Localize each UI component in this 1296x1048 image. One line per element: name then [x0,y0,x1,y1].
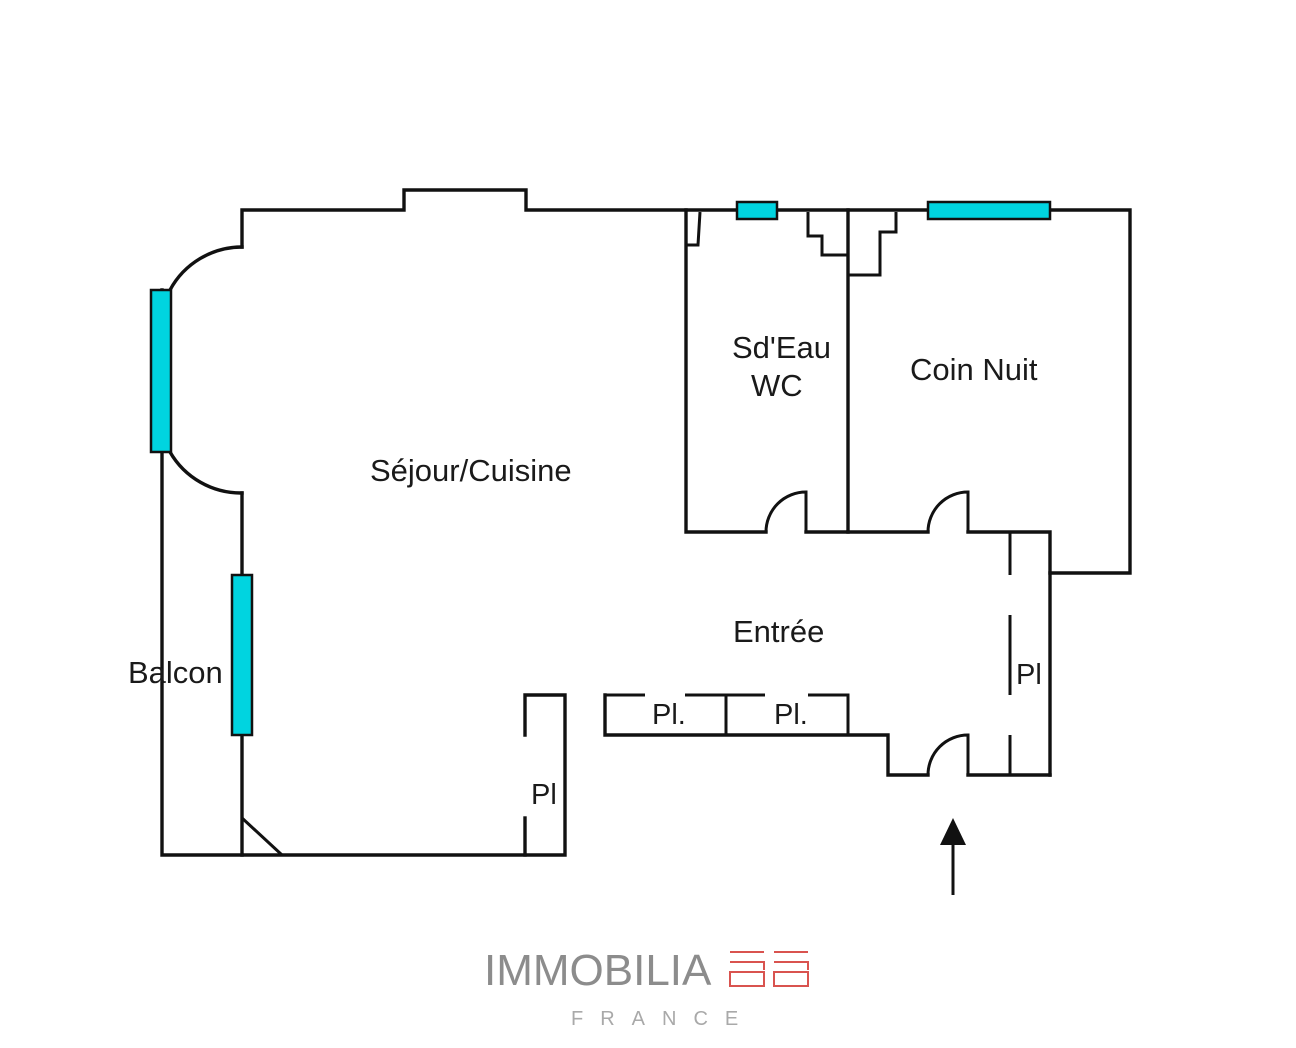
bathroom-walls [684,208,850,534]
bedroom-walls [846,212,1052,777]
window-top-bathroom [735,200,779,221]
window-top-bedroom [926,200,1052,221]
brand-subtitle: FRANCE [571,1008,756,1030]
window-bay [149,288,173,454]
room-label-coin-nuit: Coin Nuit [910,352,1038,387]
storage-label-mid2: Pl. [774,699,808,731]
storage-label-mid1: Pl. [652,699,686,731]
room-label-balcon: Balcon [128,655,223,690]
room-label-entree: Entrée [733,614,824,649]
storage-label-left: Pl [531,779,557,811]
window-balcony [230,573,254,737]
brand-logo-icon [729,951,809,987]
room-label-wc: WC [751,368,803,403]
room-label-sejour: Séjour/Cuisine [370,453,572,488]
room-label-sdeau: Sd'Eau [732,330,831,365]
brand-name: IMMOBILIA [484,946,712,995]
storage-label-right: Pl [1016,659,1042,691]
up-arrow-icon [940,818,966,895]
windows [149,200,1052,737]
exterior-walls [160,188,1132,857]
entrance-walls [603,532,1052,777]
